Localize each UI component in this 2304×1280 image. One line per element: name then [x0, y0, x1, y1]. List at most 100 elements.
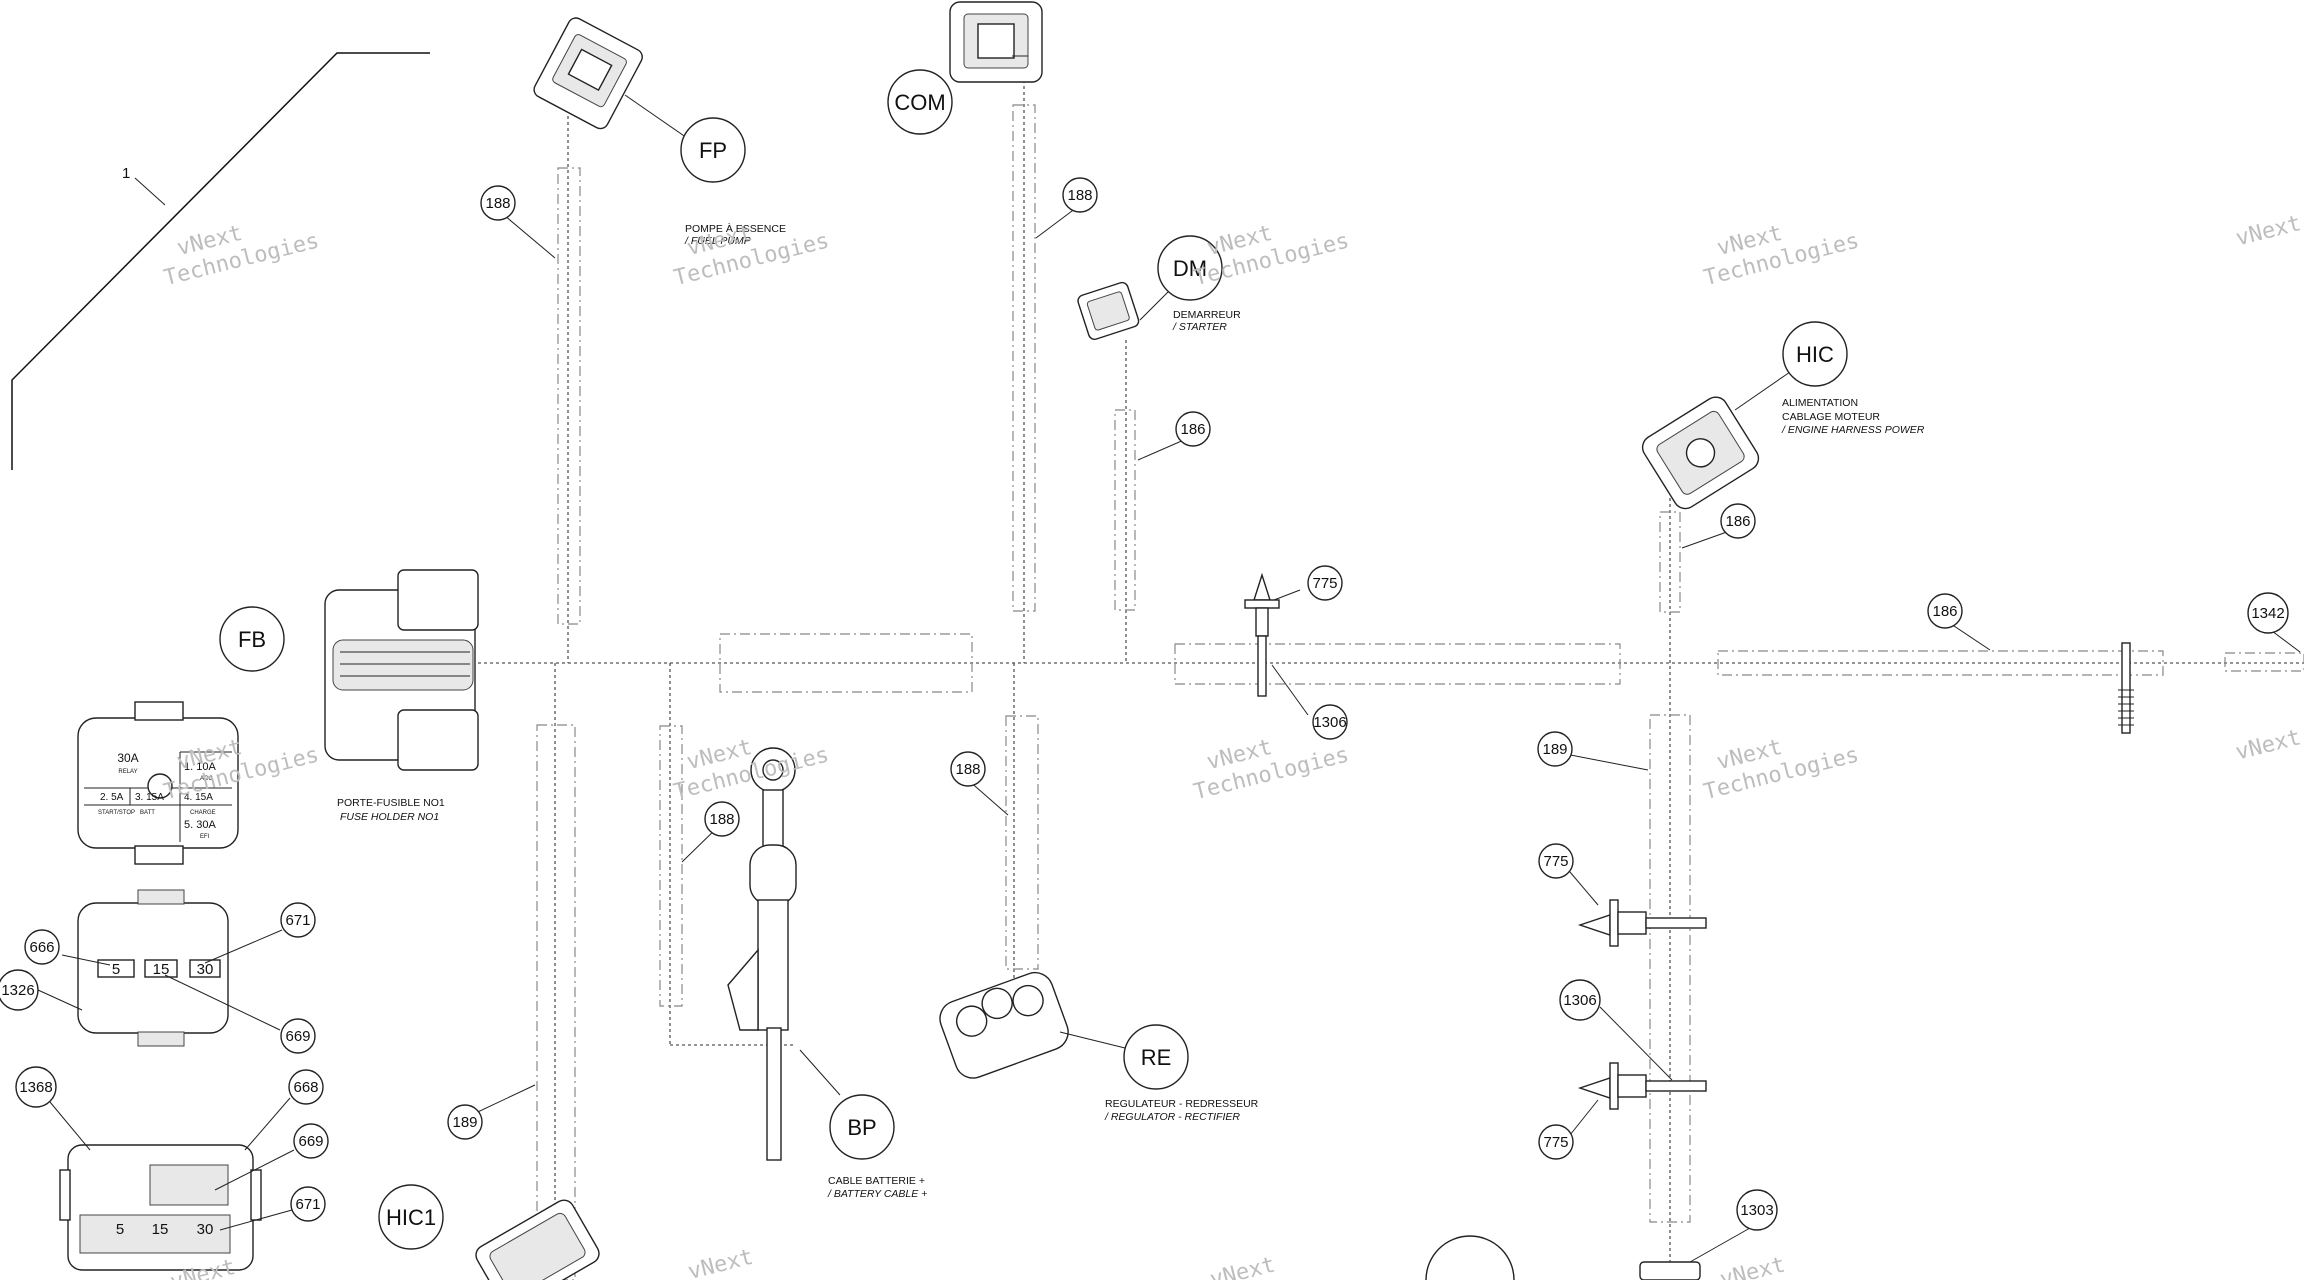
svg-text:1326: 1326 — [1, 982, 34, 999]
callout-hic-circle — [1782, 321, 1848, 387]
callout-fb-label: FB — [238, 627, 266, 652]
fuse-1: 1. 10A — [184, 761, 216, 773]
svg-text:1342: 1342 — [2251, 605, 2284, 622]
balloon-189b: 189 — [447, 1084, 536, 1140]
hic-caption-fr1: ALIMENTATION — [1782, 397, 1858, 409]
svg-text:1368: 1368 — [19, 1079, 52, 1096]
callout-dm-label: DM — [1173, 256, 1207, 281]
fb-caption-en: FUSE HOLDER NO1 — [340, 811, 439, 823]
slot-15: 15 — [153, 961, 170, 978]
callout-partial — [1425, 1235, 1515, 1280]
balloon-668: 668 — [244, 1069, 324, 1151]
block-30: 30 — [197, 1221, 214, 1238]
slot-30: 30 — [197, 961, 214, 978]
callout-fp-circle — [680, 117, 746, 183]
callout-hic-label: HIC — [1796, 342, 1834, 367]
callout-re-circle — [1123, 1024, 1189, 1090]
hic1-connector: HIC1 — [378, 1184, 600, 1280]
fuse-2: 2. 5A — [100, 792, 124, 803]
terminal-top — [1244, 572, 1309, 716]
bp-caption-fr: CABLE BATTERIE + — [828, 1175, 925, 1187]
svg-text:186: 186 — [1725, 513, 1750, 530]
fuse-4-sub: CHARGE — [190, 810, 216, 816]
balloon-188d: 188 — [681, 801, 740, 863]
balloon-666: 666 — [24, 929, 111, 966]
block-5: 5 — [116, 1221, 124, 1238]
svg-text:189: 189 — [1542, 741, 1567, 758]
terminal-low — [1569, 1062, 1707, 1136]
balloon-671a: 671 — [204, 902, 316, 964]
balloon-186a: 186 — [1137, 411, 1211, 461]
svg-text:189: 189 — [452, 1114, 477, 1131]
svg-text:668: 668 — [293, 1079, 318, 1096]
balloon-1326: 1326 — [0, 969, 83, 1011]
svg-text:vNext: vNext — [1717, 1252, 1787, 1280]
callout-bp-label: BP — [847, 1115, 876, 1140]
item-1-number: 1 — [122, 165, 130, 182]
fuse-5: 5. 30A — [184, 819, 216, 831]
fuel-pump-connector: FP POMPE À ESSENCE / FUEL PUMP — [533, 17, 786, 247]
starter-connector: DM DEMARREUR / STARTER — [1077, 235, 1241, 340]
lower-fuse-block: 5 15 30 — [59, 1144, 262, 1271]
svg-text:775: 775 — [1543, 853, 1568, 870]
balloon-775c: 775 — [1538, 1124, 1574, 1160]
svg-text:188: 188 — [1067, 187, 1092, 204]
svg-text:669: 669 — [285, 1028, 310, 1045]
relay-slot-box: 5 15 30 — [77, 889, 229, 1047]
callout-dm-circle — [1157, 235, 1223, 301]
slot-5: 5 — [112, 961, 120, 978]
branch-hic — [1649, 480, 1691, 1280]
fuse-box-top-view: 30A RELAY 1. 10A ACC 2. 5A START/STOP 3.… — [77, 701, 239, 865]
engine-harness-power-connector: HIC ALIMENTATION CABLAGE MOTEUR / ENGINE… — [1641, 321, 1925, 510]
fuse-5-sub: EFI — [200, 834, 210, 840]
balloon-189a: 189 — [1537, 731, 1649, 771]
balloon-1368: 1368 — [15, 1066, 91, 1151]
svg-text:188: 188 — [709, 811, 734, 828]
bp-caption-en: / BATTERY CABLE + — [827, 1188, 927, 1200]
svg-text:vNext: vNext — [686, 1245, 756, 1280]
relay-amp: 30A — [117, 751, 138, 765]
svg-text:666: 666 — [29, 939, 54, 956]
fuse-3: 3. 15A — [135, 792, 164, 803]
connector-partial-bottom — [1639, 1261, 1701, 1280]
harness-trunk — [478, 633, 2304, 734]
svg-text:vNext: vNext — [2233, 211, 2303, 251]
callout-hic1-label: HIC1 — [386, 1205, 436, 1230]
fuse-3-sub: BATT — [140, 810, 155, 816]
balloon-775a: 775 — [1307, 565, 1343, 601]
battery-cable: BP CABLE BATTERIE + / BATTERY CABLE + — [727, 747, 927, 1200]
fuse-2-sub: START/STOP — [98, 810, 135, 816]
callout-com-circle — [887, 69, 953, 135]
balloon-669a: 669 — [164, 974, 316, 1054]
regulator-rectifier-connector: RE REGULATEUR - REDRESSEUR / REGULATOR -… — [939, 971, 1259, 1123]
branch-fuse-holder — [536, 663, 576, 1280]
branch-com — [1005, 80, 1039, 1000]
callout-fp-label: FP — [699, 138, 727, 163]
svg-text:671: 671 — [295, 1196, 320, 1213]
balloon-775b: 775 — [1538, 843, 1574, 879]
balloon-1342: 1342 — [2247, 592, 2301, 653]
balloon-186c: 186 — [1927, 593, 1991, 651]
balloon-671b: 671 — [219, 1186, 326, 1231]
fuse-holder-no1: FB PORTE-FUSIBLE NO1 FUSE HOLDER NO1 — [219, 569, 479, 823]
balloon-669b: 669 — [214, 1123, 329, 1191]
svg-text:188: 188 — [955, 761, 980, 778]
hic-caption-fr2: CABLAGE MOTEUR — [1782, 411, 1880, 423]
callout-hic1-circle — [378, 1184, 444, 1250]
svg-text:vNext: vNext — [2233, 725, 2303, 765]
block-15: 15 — [152, 1221, 169, 1238]
callout-bp-circle — [829, 1094, 895, 1160]
svg-text:671: 671 — [285, 912, 310, 929]
part-number-balloons: 188 188 186 186 186 775 1306 — [0, 177, 2301, 1263]
balloon-1306a: 1306 — [1312, 704, 1348, 740]
fp-caption-fr: POMPE À ESSENCE — [685, 222, 786, 235]
balloon-1306b: 1306 — [1559, 979, 1601, 1021]
svg-text:186: 186 — [1932, 603, 1957, 620]
dm-caption-en: / STARTER — [1172, 321, 1227, 333]
re-caption-en: / REGULATOR - RECTIFIER — [1104, 1111, 1240, 1123]
svg-text:1306: 1306 — [1563, 992, 1596, 1009]
callout-re-label: RE — [1141, 1045, 1172, 1070]
re-caption-fr: REGULATEUR - REDRESSEUR — [1105, 1098, 1259, 1110]
balloon-186b: 186 — [1681, 503, 1756, 549]
